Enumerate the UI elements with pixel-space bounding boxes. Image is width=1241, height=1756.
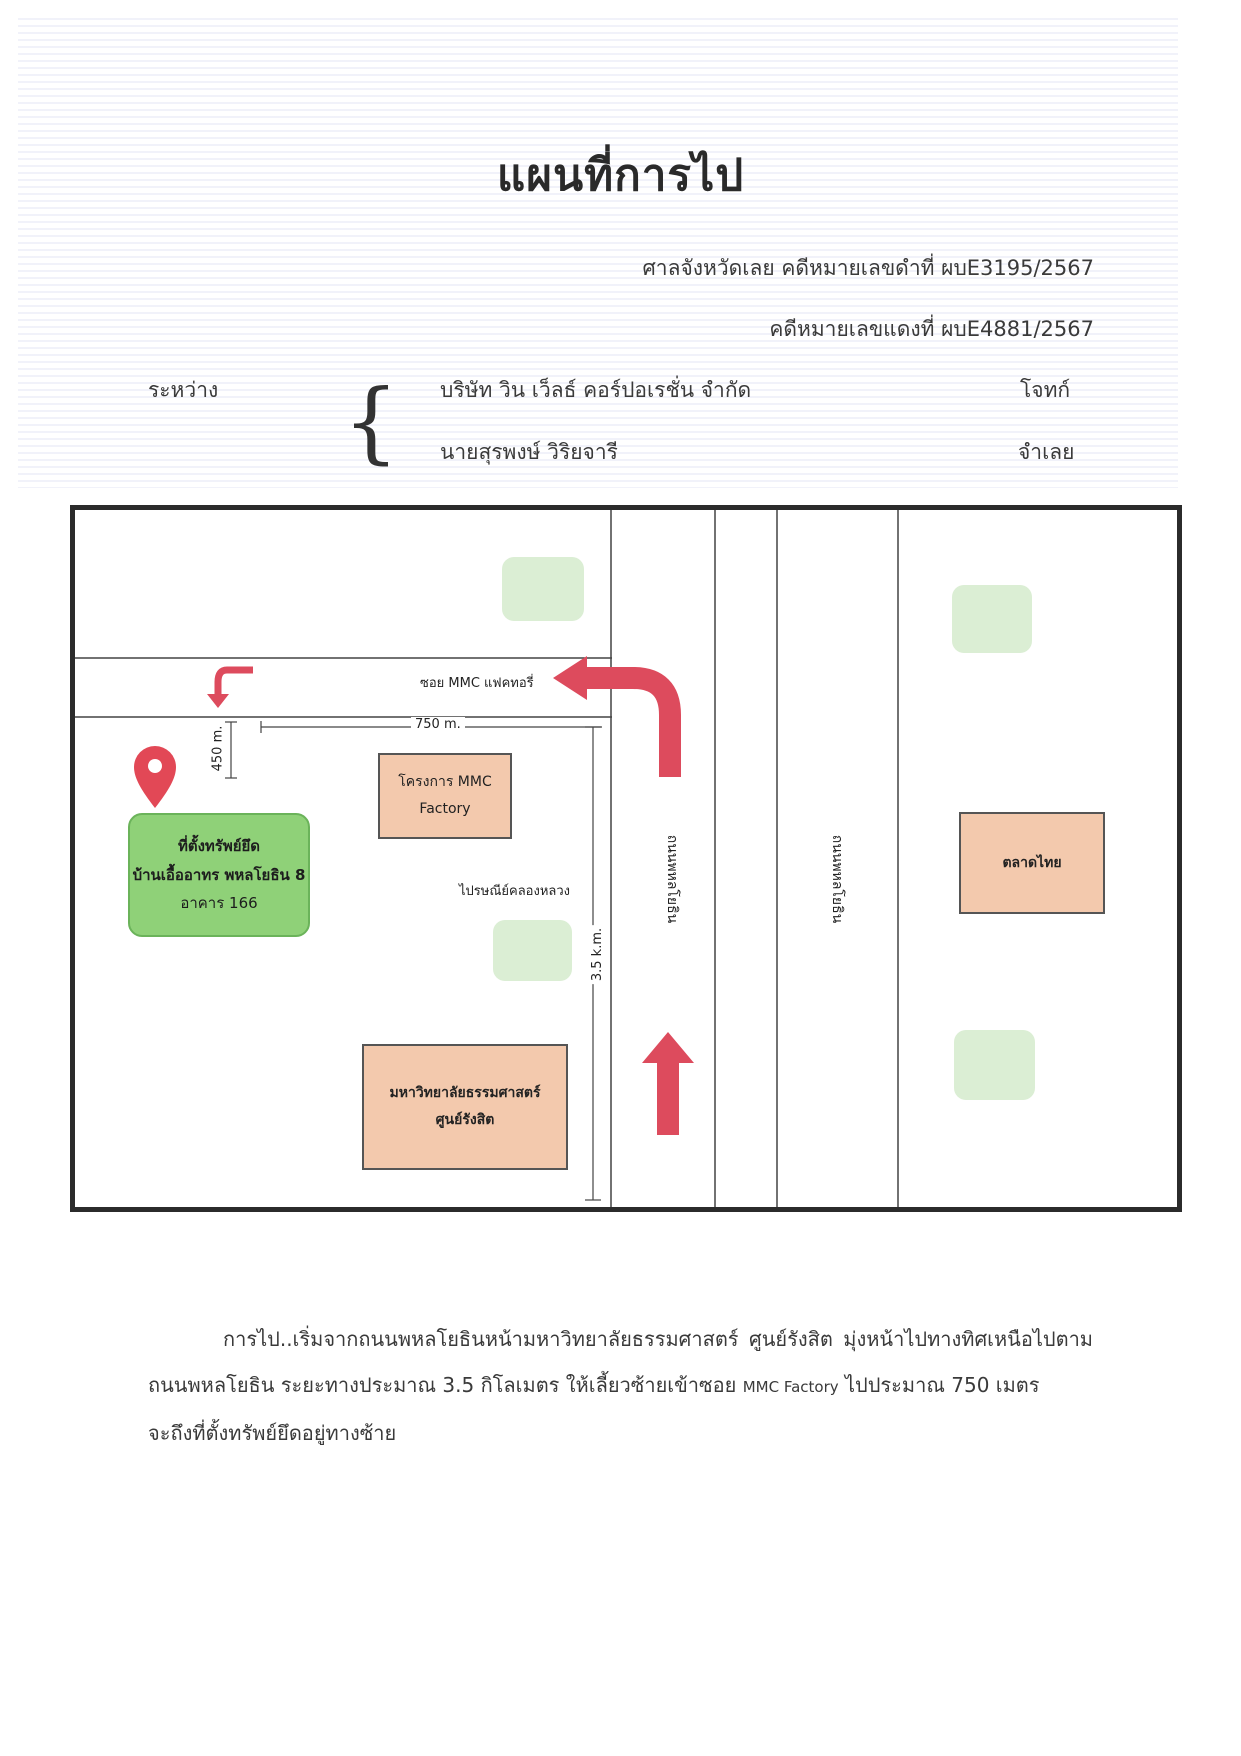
dist-750-label: 750 m. (411, 717, 465, 732)
university-box: มหาวิทยาลัยธรรมศาสตร์ ศูนย์รังสิต (362, 1044, 568, 1170)
park-block (493, 920, 572, 981)
property-line1: ที่ตั้งทรัพย์ยึด (177, 837, 261, 856)
directions-part-c: จะถึงที่ตั้งทรัพย์ยึดอยู่ทางซ้าย (148, 1421, 397, 1445)
dist-450-label: 450 m. (210, 725, 226, 772)
defendant-role: จำเลย (1018, 440, 1075, 464)
turn-left-arrow-icon (214, 666, 253, 696)
map-lines (75, 510, 899, 1207)
court-case-line: ศาลจังหวัดเลย คดีหมายเลขดำที่ ผบE3195/25… (642, 256, 1094, 280)
defendant-name: นายสุรพงษ์ วิริยจารี (440, 440, 618, 464)
location-pin-icon (134, 746, 176, 808)
university-line1: มหาวิทยาลัยธรรมศาสตร์ (389, 1085, 541, 1102)
curve-left-arrow-icon (580, 667, 681, 777)
road-label-left: ถนนพหลโยธิน (664, 834, 680, 924)
property-line2: บ้านเอื้ออาทร พหลโยธิน 8 (132, 865, 306, 884)
park-block (952, 585, 1032, 653)
route-map: ซอย MMC แฟคทอรี่ 750 m. 450 m. 3.5 k.m. … (70, 505, 1182, 1212)
between-label: ระหว่าง (148, 378, 219, 402)
directions-part-b: ไปประมาณ 750 เมตร (844, 1373, 1040, 1397)
park-block (954, 1030, 1035, 1100)
mmc-project-line2: Factory (419, 801, 471, 817)
directions-factory: MMC Factory (742, 1378, 839, 1396)
red-case-line: คดีหมายเลขแดงที่ ผบE4881/2567 (769, 317, 1094, 341)
dist-3-5-label: 3.5 k.m. (590, 924, 606, 985)
road-label-right: ถนนพหลโยธิน (829, 834, 845, 924)
page-title: แผนที่การไป (496, 150, 745, 201)
directions-text: การไป..เริ่มจากถนนพหลโยธินหน้ามหาวิทยาลั… (148, 1316, 1093, 1410)
seized-property-box: ที่ตั้งทรัพย์ยึด บ้านเอื้ออาทร พหลโยธิน … (128, 813, 310, 937)
soi-label: ซอย MMC แฟคทอรี่ (420, 676, 534, 691)
directions-paragraph: การไป..เริ่มจากถนนพหลโยธินหน้ามหาวิทยาลั… (148, 1316, 1093, 1456)
market-box: ตลาดไทย (959, 812, 1105, 914)
directions-part-a: การไป..เริ่มจากถนนพหลโยธินหน้ามหาวิทยาลั… (148, 1327, 1093, 1397)
park-block (502, 557, 584, 621)
brace-symbol: { (343, 370, 399, 473)
post-office-label: ไปรษณีย์คลองหลวง (459, 884, 571, 899)
university-line2: ศูนย์รังสิต (435, 1112, 495, 1128)
plaintiff-name: บริษัท วิน เว็ลธ์ คอร์ปอเรชั่น จำกัด (440, 378, 752, 402)
property-line3: อาคาร 166 (180, 894, 258, 913)
mmc-project-box: โครงการ MMC Factory (378, 753, 512, 839)
mmc-project-line1: โครงการ MMC (398, 774, 492, 791)
up-arrow-icon (657, 1060, 679, 1135)
plaintiff-role: โจทก์ (1020, 378, 1071, 402)
market-label: ตลาดไทย (1002, 854, 1062, 871)
